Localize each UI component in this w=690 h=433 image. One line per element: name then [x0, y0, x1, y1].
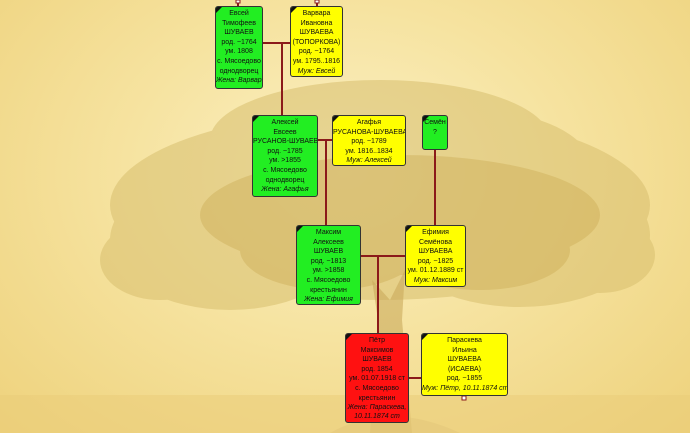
card-corner-marker [297, 226, 303, 232]
person-card-paraskeva[interactable]: Параскева Ильина ШУВАЕВА (ИСАЕВА) род. ~… [421, 333, 508, 396]
card-line: крестьянин [297, 286, 360, 296]
card-line: ум. 01.12.1889 ст [406, 266, 465, 276]
card-corner-marker [423, 116, 429, 122]
card-line: род. ~1785 [253, 147, 317, 157]
card-line: род. ~1855 [422, 374, 507, 384]
person-card-maksim[interactable]: Максим Алексеев ШУВАЕВ род. ~1813 ум. >1… [296, 225, 361, 305]
card-line: РУСАНОВА-ШУВАЕВА [333, 128, 405, 138]
card-line: РУСАНОВ-ШУВАЕВ [253, 137, 317, 147]
person-card-semen[interactable]: Семён ? [422, 115, 448, 150]
card-line: с. Мясоедово [297, 276, 360, 286]
card-line: Варвара [291, 9, 342, 19]
card-corner-marker [346, 334, 352, 340]
card-line: род. ~1825 [406, 257, 465, 267]
card-line: род. 1854 [346, 365, 408, 375]
card-line: Параскева [422, 336, 507, 346]
person-card-petr[interactable]: Пётр Максимов ШУВАЕВ род. 1854 ум. 01.07… [345, 333, 409, 423]
card-corner-marker [291, 7, 297, 13]
card-line: ШУВАЕВА [291, 28, 342, 38]
card-line: Тимофеев [216, 19, 262, 29]
card-spouse: Жена: Варвара [216, 76, 262, 86]
card-corner-marker [406, 226, 412, 232]
card-line: ? [423, 128, 447, 138]
card-line: Семёнова [406, 238, 465, 248]
card-spouse: Жена: Ефимия [297, 295, 360, 305]
card-line: Алексеев [297, 238, 360, 248]
card-line: крестьянин [346, 394, 408, 404]
card-line: ум. >1855 [253, 156, 317, 166]
card-line: ум. >1858 [297, 266, 360, 276]
card-line: ум. 01.07.1918 ст [346, 374, 408, 384]
card-line: (ТОПОРКОВА) [291, 38, 342, 48]
card-line: Алексей [253, 118, 317, 128]
card-corner-marker [253, 116, 259, 122]
person-card-evsey[interactable]: Евсей Тимофеев ШУВАЕВ род. ~1764 ум. 180… [215, 6, 263, 89]
card-line: ШУВАЕВА [422, 355, 507, 365]
card-line: Пётр [346, 336, 408, 346]
card-line: с. Мясоедово [253, 166, 317, 176]
card-spouse: Муж: Максим [406, 276, 465, 286]
person-card-agafya[interactable]: Агафья РУСАНОВА-ШУВАЕВА род. ~1789 ум. 1… [332, 115, 406, 166]
card-corner-marker [422, 334, 428, 340]
card-line: ШУВАЕВ [346, 355, 408, 365]
card-line: род. ~1764 [216, 38, 262, 48]
card-line: Максим [297, 228, 360, 238]
card-line: Максимов [346, 346, 408, 356]
card-line: ум. 1795..1816 [291, 57, 342, 67]
card-line: ум. 1808 [216, 47, 262, 57]
card-spouse: Муж: Пётр, 10.11.1874 ст [422, 384, 507, 394]
card-line: род. ~1764 [291, 47, 342, 57]
card-spouse: Муж: Евсей [291, 67, 342, 77]
card-line: однодворец [216, 67, 262, 77]
card-line: Ильина [422, 346, 507, 356]
person-card-varvara[interactable]: Варвара Ивановна ШУВАЕВА (ТОПОРКОВА) род… [290, 6, 343, 77]
card-line: род. ~1813 [297, 257, 360, 267]
card-line: ШУВАЕВ [216, 28, 262, 38]
card-line: Евсей [216, 9, 262, 19]
card-spouse: Муж: Алексей [333, 156, 405, 166]
card-corner-marker [216, 7, 222, 13]
card-line: с. Мясоедово [216, 57, 262, 67]
card-line: однодворец [253, 176, 317, 186]
card-line: Агафья [333, 118, 405, 128]
card-line: род. ~1789 [333, 137, 405, 147]
card-line: Ефимия [406, 228, 465, 238]
person-card-aleksey[interactable]: Алексей Евсеев РУСАНОВ-ШУВАЕВ род. ~1785… [252, 115, 318, 197]
person-card-efimiya[interactable]: Ефимия Семёнова ШУВАЕВА род. ~1825 ум. 0… [405, 225, 466, 287]
card-line: ШУВАЕВ [297, 247, 360, 257]
card-corner-marker [333, 116, 339, 122]
card-line: с. Мясоедово [346, 384, 408, 394]
card-line: Ивановна [291, 19, 342, 29]
card-line: ум. 1816..1834 [333, 147, 405, 157]
card-line: Евсеев [253, 128, 317, 138]
card-spouse: Жена: Агафья [253, 185, 317, 195]
card-spouse: Жена: Параскева, 10.11.1874 ст [346, 403, 408, 421]
card-line: (ИСАЕВА) [422, 365, 507, 375]
card-line: ШУВАЕВА [406, 247, 465, 257]
